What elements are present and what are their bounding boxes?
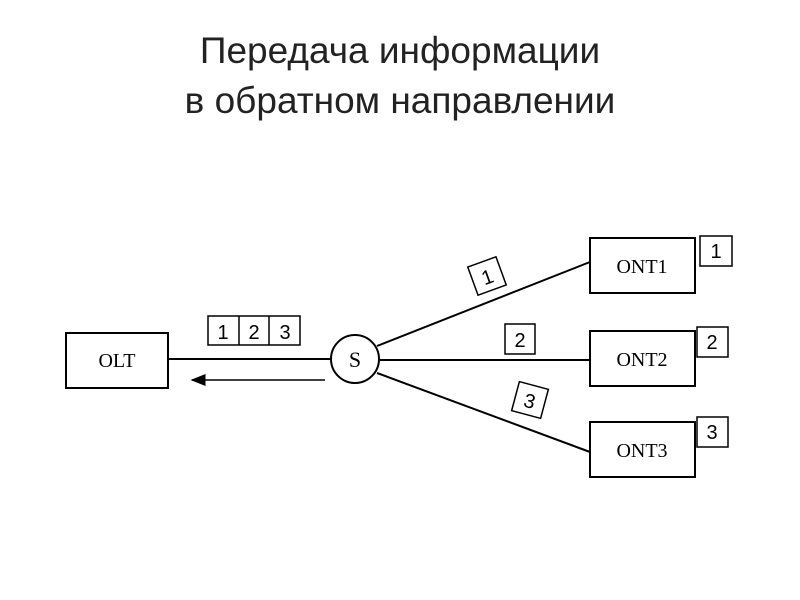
ont2-node: ONT2	[589, 330, 696, 387]
ont3-label: ONT3	[616, 440, 667, 462]
olt-node: OLT	[65, 332, 169, 389]
ont1-label: ONT1	[616, 256, 667, 278]
ont2-label: ONT2	[616, 349, 667, 371]
title-line-1: Передача информации	[199, 30, 601, 71]
ont1-tag-label: 1	[710, 241, 721, 263]
line-packet-3-label: 3	[521, 390, 537, 414]
ont3-tag-label: 3	[706, 422, 717, 444]
splitter-label: S	[349, 347, 361, 372]
fiber-ont3	[376, 372, 591, 453]
olt-label: OLT	[98, 350, 135, 372]
ont2-tag: 2	[696, 326, 729, 358]
frame-slot-3: 3	[279, 322, 290, 344]
ont3-node: ONT3	[589, 421, 696, 478]
title-line-2: в обратном направлении	[184, 80, 616, 121]
line-packet-2-label: 2	[514, 330, 525, 352]
frame-slot-1: 1	[217, 322, 228, 344]
fiber-ont1	[376, 261, 591, 347]
splitter-node: S	[330, 334, 380, 384]
slide-title: Передача информации в обратном направлен…	[0, 26, 800, 126]
ont1-tag: 1	[699, 235, 733, 267]
line-packet-3: 3	[510, 380, 550, 420]
frame-slot-2: 2	[248, 322, 259, 344]
ont3-tag: 3	[696, 416, 729, 448]
ont1-node: ONT1	[589, 237, 696, 294]
ont2-tag-label: 2	[706, 332, 717, 354]
line-packet-2: 2	[504, 323, 536, 355]
aggregated-frame: 1 2 3	[207, 315, 301, 346]
line-packet-1: 1	[466, 255, 508, 297]
